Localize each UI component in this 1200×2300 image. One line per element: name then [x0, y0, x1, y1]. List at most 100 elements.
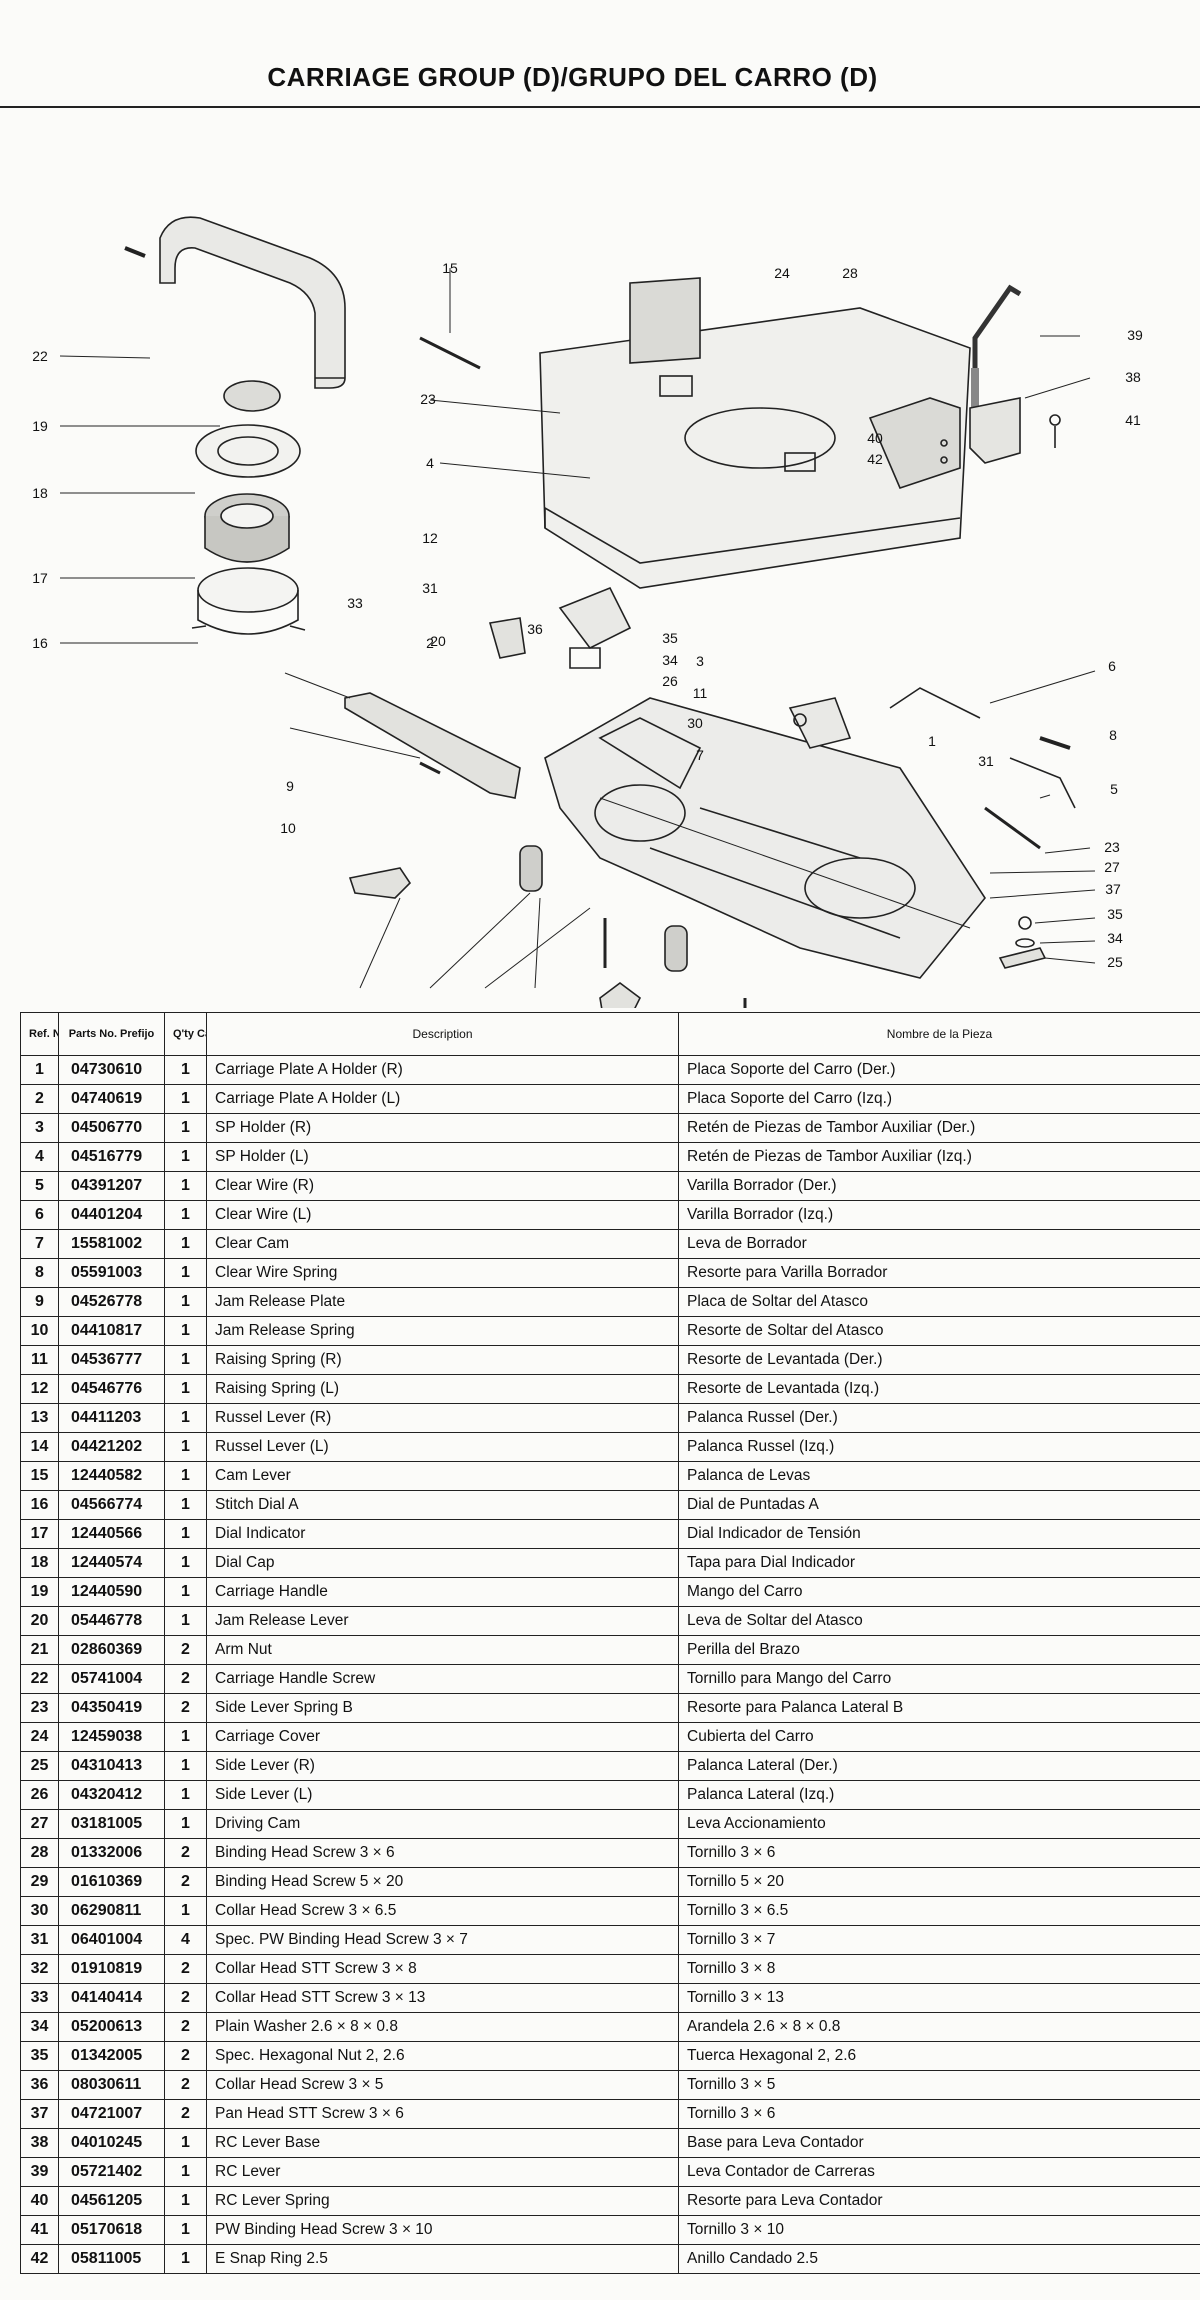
callout-number: 28 — [842, 265, 858, 281]
parts-no-cell: 12440590 — [58, 1577, 165, 1607]
callout-number: 20 — [430, 633, 446, 649]
callout-number: 37 — [1105, 881, 1121, 897]
qty-cell: 1 — [164, 1316, 207, 1346]
nombre-cell: Palanca de Levas — [678, 1461, 1200, 1491]
ref-no-cell: 2 — [20, 1084, 59, 1114]
nombre-cell: Leva de Borrador — [678, 1229, 1200, 1259]
description-cell: Collar Head STT Screw 3 × 13 — [206, 1983, 679, 2013]
description-cell: SP Holder (L) — [206, 1142, 679, 1172]
nombre-cell: Anillo Candado 2.5 — [678, 2244, 1200, 2274]
description-cell: Stitch Dial A — [206, 1490, 679, 1520]
qty-cell: 1 — [164, 1142, 207, 1172]
qty-cell: 2 — [164, 1635, 207, 1665]
qty-cell: 2 — [164, 1867, 207, 1897]
callout-number: 34 — [1107, 930, 1123, 946]
nombre-cell: Base para Leva Contador — [678, 2128, 1200, 2158]
nombre-header: Nombre de la Pieza — [678, 1012, 1200, 1056]
description-cell: Driving Cam — [206, 1809, 679, 1839]
nombre-cell: Placa Soporte del Carro (Der.) — [678, 1055, 1200, 1085]
description-cell: Clear Wire Spring — [206, 1258, 679, 1288]
description-cell: Pan Head STT Screw 3 × 6 — [206, 2099, 679, 2129]
qty-cell: 1 — [164, 1896, 207, 1926]
nombre-cell: Tornillo 3 × 6 — [678, 2099, 1200, 2129]
ref-no-cell: 7 — [20, 1229, 59, 1259]
qty-cell: 2 — [164, 1664, 207, 1694]
callout-number: 2 — [426, 635, 434, 651]
nombre-cell: Tornillo 3 × 5 — [678, 2070, 1200, 2100]
callout-number: 3 — [696, 653, 704, 669]
ref-no-cell: 13 — [20, 1403, 59, 1433]
qty-cell: 2 — [164, 1954, 207, 1984]
carriage-plate-illustration — [544, 697, 986, 979]
parts-no-cell: 01910819 — [58, 1954, 165, 1984]
qty-cell: 1 — [164, 2128, 207, 2158]
ref-no-cell: 18 — [20, 1548, 59, 1578]
ref-no-cell: 38 — [20, 2128, 59, 2158]
description-cell: Raising Spring (R) — [206, 1345, 679, 1375]
nombre-cell: Tapa para Dial Indicador — [678, 1548, 1200, 1578]
nombre-cell: Perilla del Brazo — [678, 1635, 1200, 1665]
nombre-cell: Palanca Russel (Izq.) — [678, 1432, 1200, 1462]
description-cell: Collar Head Screw 3 × 5 — [206, 2070, 679, 2100]
qty-cell: 2 — [164, 2041, 207, 2071]
page-title: CARRIAGE GROUP (D)/GRUPO DEL CARRO (D) — [267, 62, 878, 92]
ref-no-cell: 28 — [20, 1838, 59, 1868]
callout-number: 24 — [774, 265, 790, 281]
qty-cell: 1 — [164, 2157, 207, 2187]
nombre-cell: Varilla Borrador (Izq.) — [678, 1200, 1200, 1230]
description-cell: Russel Lever (L) — [206, 1432, 679, 1462]
nombre-cell: Resorte para Leva Contador — [678, 2186, 1200, 2216]
nombre-cell: Placa de Soltar del Atasco — [678, 1287, 1200, 1317]
description-cell: RC Lever Base — [206, 2128, 679, 2158]
nombre-cell: Dial de Puntadas A — [678, 1490, 1200, 1520]
parts-no-cell: 04140414 — [58, 1983, 165, 2013]
description-cell: Binding Head Screw 5 × 20 — [206, 1867, 679, 1897]
description-cell: Clear Wire (R) — [206, 1171, 679, 1201]
description-cell: Collar Head Screw 3 × 6.5 — [206, 1896, 679, 1926]
qty-cell: 1 — [164, 2186, 207, 2216]
ref-no-cell: 1 — [20, 1055, 59, 1085]
callout-number: 4 — [426, 455, 434, 471]
parts-no-cell: 01610369 — [58, 1867, 165, 1897]
callout-number: 17 — [32, 570, 48, 586]
ref-no-cell: 37 — [20, 2099, 59, 2129]
nombre-cell: Leva de Soltar del Atasco — [678, 1606, 1200, 1636]
ref-no-cell: 6 — [20, 1200, 59, 1230]
qty-cell: 1 — [164, 1577, 207, 1607]
description-cell: Jam Release Spring — [206, 1316, 679, 1346]
ref-no-cell: 21 — [20, 1635, 59, 1665]
callout-number: 12 — [422, 530, 438, 546]
callout-number: 10 — [280, 820, 296, 836]
parts-no-cell: 08030611 — [58, 2070, 165, 2100]
parts-no-cell: 05741004 — [58, 1664, 165, 1694]
description-cell: Collar Head STT Screw 3 × 8 — [206, 1954, 679, 1984]
callout-number: 25 — [1107, 954, 1123, 970]
description-cell: SP Holder (R) — [206, 1113, 679, 1143]
callout-number: 42 — [867, 451, 883, 467]
qty-cell: 2 — [164, 1983, 207, 2013]
callout-number: 26 — [662, 673, 678, 689]
qty-cell: 1 — [164, 1403, 207, 1433]
nombre-cell: Placa Soporte del Carro (Izq.) — [678, 1084, 1200, 1114]
callout-number: 1 — [928, 733, 936, 749]
description-cell: RC Lever — [206, 2157, 679, 2187]
parts-no-cell: 03181005 — [58, 1809, 165, 1839]
description-cell: Spec. Hexagonal Nut 2, 2.6 — [206, 2041, 679, 2071]
callout-number: 36 — [527, 621, 543, 637]
qty-cell: 1 — [164, 1374, 207, 1404]
carriage-handle-illustration — [159, 216, 346, 389]
